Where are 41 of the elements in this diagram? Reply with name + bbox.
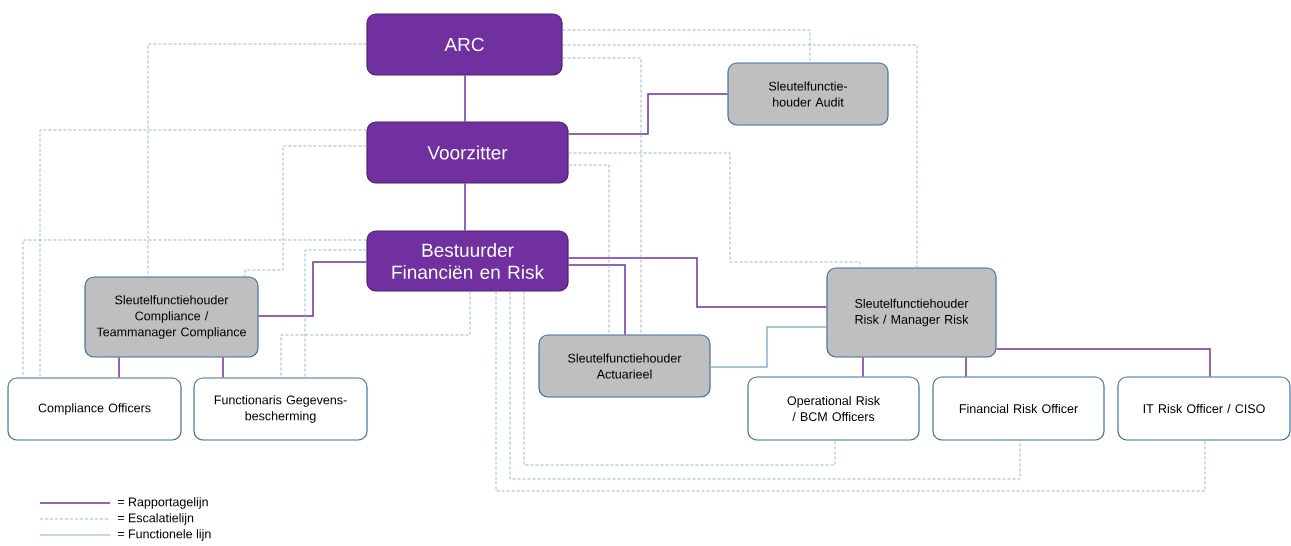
escalation-line [568, 152, 861, 268]
escalation-line [304, 249, 367, 378]
key-function-box: Sleutelfunctie- houder Audit [727, 62, 889, 126]
escalation-line [523, 291, 836, 466]
escalation-line [568, 164, 610, 335]
role-box: Operational Risk / BCM Officers [747, 376, 920, 441]
key-function-box: Sleutelfunctiehouder Compliance / Teammanager Compliance [84, 276, 259, 358]
reporting-line [567, 93, 729, 135]
reporting-line [567, 264, 626, 336]
reporting-line [257, 261, 368, 317]
legend-text: = Functionele lijn [117, 529, 211, 541]
role-box: Functionaris Gegevens- bescherming [193, 377, 368, 441]
role-box: Compliance Officers [7, 377, 182, 441]
escalation-line [509, 291, 1021, 480]
executive-box: ARC [366, 13, 563, 76]
reporting-line [995, 348, 1211, 378]
executive-box: Voorzitter [366, 121, 569, 184]
key-function-box: Sleutelfunctiehouder Actuarieel [538, 334, 711, 398]
key-function-box: Sleutelfunctiehouder Risk / Manager Risk [826, 267, 997, 358]
escalation-line [562, 29, 811, 63]
reporting-line [709, 326, 828, 368]
reporting-line [464, 74, 466, 123]
legend-text: = Rapportagelijn [117, 497, 208, 509]
reporting-line [118, 356, 120, 379]
escalation-line [562, 57, 642, 335]
escalation-line [495, 291, 1206, 492]
escalation-line [244, 145, 367, 277]
escalation-line [280, 291, 471, 378]
reporting-line [222, 356, 224, 379]
escalation-line [39, 129, 367, 378]
role-box: IT Risk Officer / CISO [1117, 376, 1291, 441]
role-box: Financial Risk Officer [932, 376, 1105, 441]
reporting-line [965, 356, 967, 378]
escalation-line [22, 239, 367, 378]
legend-text: = Escalatielijn [117, 513, 194, 525]
reporting-line [567, 257, 828, 308]
escalation-line [147, 43, 367, 277]
reporting-line [464, 182, 466, 232]
executive-box: Bestuurder Financiën en Risk [366, 230, 569, 292]
escalation-line [562, 44, 918, 268]
reporting-line [862, 356, 864, 378]
